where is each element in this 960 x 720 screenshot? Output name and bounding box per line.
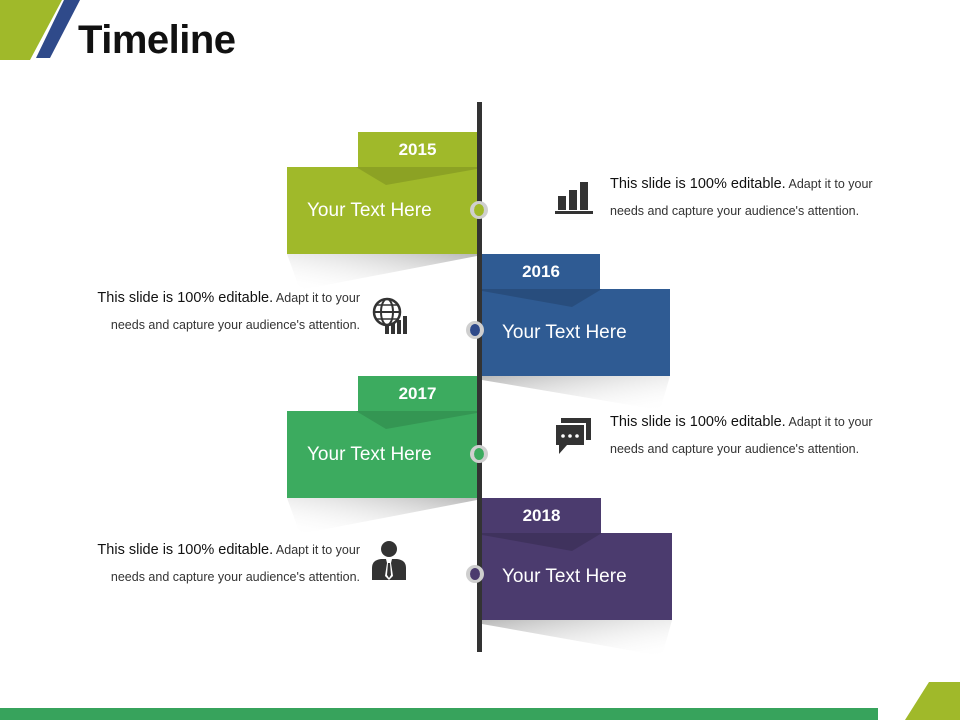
description-2016: This slide is 100% editable. Adapt it to…: [97, 290, 360, 332]
card-text: Your Text Here: [307, 443, 432, 465]
bar-chart-icon: [555, 182, 593, 214]
card-2016: Your Text Here: [482, 289, 670, 376]
year-tab-2018: 2018: [482, 498, 601, 534]
globe-chart-icon: [372, 297, 407, 334]
page-title: Timeline: [78, 18, 236, 62]
bottom-bar: [0, 708, 878, 720]
corner-decoration: [0, 0, 80, 60]
timeline-node-2017: [470, 445, 488, 463]
card-text: Your Text Here: [307, 199, 432, 221]
timeline-node-2015: [470, 201, 488, 219]
bottom-corner-decoration: [905, 682, 960, 720]
description-2018: This slide is 100% editable. Adapt it to…: [97, 542, 360, 584]
timeline-spine: [477, 102, 482, 652]
card-2017: Your Text Here: [287, 411, 477, 498]
year-tab-2016: 2016: [482, 254, 600, 290]
card-2015: Your Text Here: [287, 167, 477, 254]
card-text: Your Text Here: [502, 321, 627, 343]
description-2015: This slide is 100% editable. Adapt it to…: [610, 176, 873, 218]
card-fold: [482, 289, 602, 307]
businessman-icon: [372, 541, 406, 580]
description-2017: This slide is 100% editable. Adapt it to…: [610, 414, 873, 456]
year-tab-2015: 2015: [358, 132, 477, 168]
card-fold: [482, 533, 602, 551]
timeline-node-2016: [466, 321, 484, 339]
card-fold: [356, 411, 477, 429]
card-fold: [356, 167, 477, 185]
year-tab-2017: 2017: [358, 376, 477, 412]
card-2018: Your Text Here: [482, 533, 672, 620]
card-text: Your Text Here: [502, 565, 627, 587]
timeline-node-2018: [466, 565, 484, 583]
chat-bubbles-icon: [554, 418, 591, 454]
